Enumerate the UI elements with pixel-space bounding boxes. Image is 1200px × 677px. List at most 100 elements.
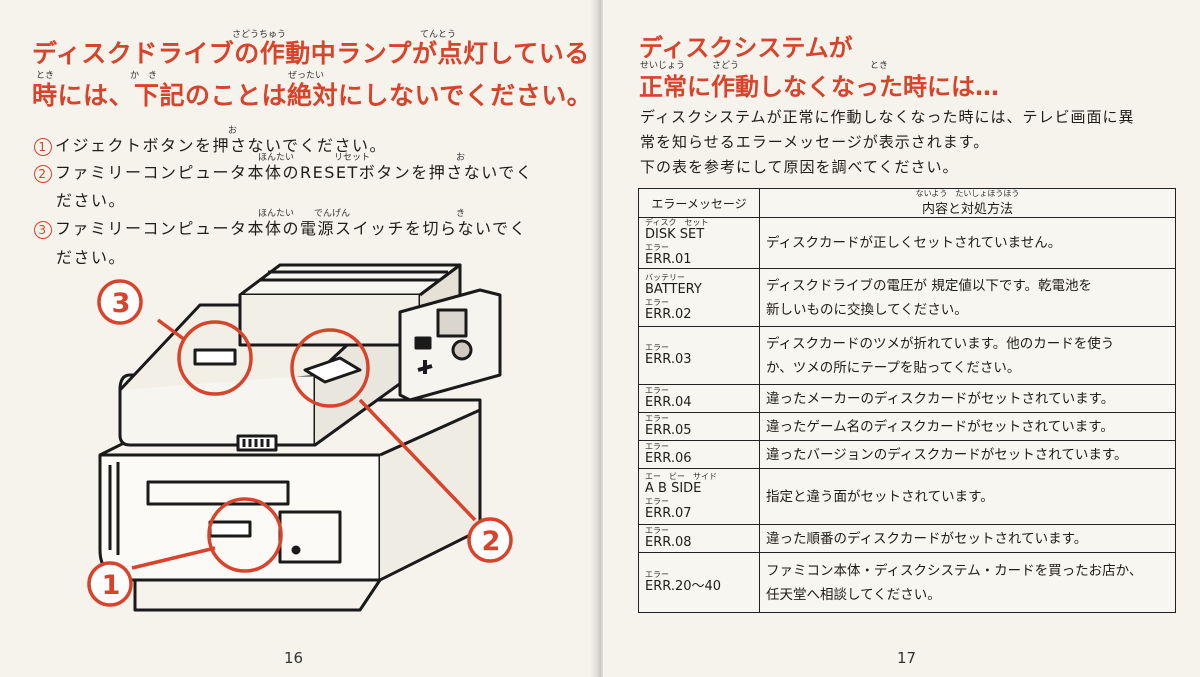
error-code-kana: バッテリー	[645, 272, 685, 282]
error-description: 違ったゲーム名のディスクカードがセットされています。	[759, 412, 1176, 441]
left-title-line2: 時には、下記のことは絶対にしないでください。	[32, 81, 593, 110]
error-code-cell: エラー ERR.08	[638, 524, 760, 553]
error-code2: ERR.01	[645, 252, 692, 267]
desc-line: 任天堂へ相談してください。	[766, 586, 941, 603]
error-description: ディスクカードが正しくセットされていません。	[759, 217, 1176, 269]
header-content-label: 内容と対処方法	[921, 201, 1013, 217]
error-code-kana2: エラー	[645, 297, 669, 307]
error-code: BATTERY	[645, 281, 702, 297]
error-description: 違ったメーカーのディスクカードがセットされています。	[759, 384, 1176, 413]
desc-line: 違った順番のディスクカードがセットされています。	[766, 530, 1088, 547]
error-description: ファミコン本体・ディスクシステム・カードを買ったお店か、 任天堂へ相談してくださ…	[759, 552, 1176, 613]
error-code-kana: エラー	[645, 386, 669, 395]
table-row: エラー ERR.05 違ったゲーム名のディスクカードがセットされています。	[638, 412, 1176, 441]
error-description: 違った順番のディスクカードがセットされています。	[759, 524, 1176, 553]
desc-line: ディスクドライブの電圧が 規定値以下です。乾電池を	[766, 277, 1092, 294]
desc-line: ディスクカードが正しくセットされていません。	[766, 235, 1062, 251]
instruction-item-3-cont: ださい。	[56, 248, 127, 267]
circled-number-2: 2	[34, 165, 52, 183]
error-code-kana: エラー	[645, 442, 669, 451]
famicom-disk-system-illustration	[87, 263, 513, 612]
error-message-table: エラーメッセージ ないよう たいしょほうほう 内容と対処方法 ディスク セット …	[638, 188, 1176, 613]
item3-ruby-hontai: ほんたい	[258, 209, 295, 219]
error-code: ERR.06	[645, 451, 692, 466]
desc-line: 違ったバージョンのディスクカードがセットされています。	[766, 446, 1128, 463]
desc-line: ファミコン本体・ディスクシステム・カードを買ったお店か、	[766, 562, 1143, 579]
error-code: ERR.05	[645, 423, 692, 438]
desc-line: 新しいものに交換してください。	[766, 301, 968, 318]
error-code-kana2: エラー	[645, 243, 669, 252]
table-row: ディスク セット DISK SET エラー ERR.01 ディスクカードが正しく…	[638, 217, 1176, 269]
error-code-kana: エラー	[645, 343, 669, 352]
left-page: さどうちゅう てんとう ディスクドライブの作動中ランプが点灯している とき か …	[0, 0, 597, 677]
table-row: エー ビー サイド A B SIDE エラー ERR.07 指定と違う面がセット…	[638, 468, 1176, 525]
instruction-item-3-text: ファミリーコンピュータ本体の電源スイッチを切らないでく	[55, 219, 528, 238]
title-ruby-kaki: か き	[130, 71, 158, 81]
desc-line: 指定と違う面がセットされています。	[766, 488, 994, 505]
error-code2: ERR.02	[645, 306, 692, 322]
table-row: エラー ERR.04 違ったメーカーのディスクカードがセットされています。	[638, 384, 1176, 413]
error-description: 違ったバージョンのディスクカードがセットされています。	[759, 440, 1176, 469]
table-row: バッテリー BATTERY エラー ERR.02 ディスクドライブの電圧が 規定…	[638, 268, 1176, 327]
error-code-kana: エラー	[645, 570, 669, 579]
item3-ruby-kiru: き	[456, 209, 466, 219]
error-code-cell: エラー ERR.04	[638, 384, 760, 413]
circled-number-3: 3	[34, 221, 52, 239]
instruction-item-2-cont: ださい。	[56, 191, 127, 210]
title-ruby-sadouchuu: さどうちゅう	[232, 30, 287, 40]
error-code-cell: エラー ERR.06	[638, 440, 760, 469]
title-ruby-toki: とき	[36, 71, 55, 81]
intro-line-2: 常を知らせるエラーメッセージが表示されます。	[640, 133, 990, 151]
right-ruby-sadou: さどう	[712, 61, 740, 71]
header-ruby: ないよう たいしょほうほう	[915, 188, 1020, 198]
error-code-cell: エー ビー サイド A B SIDE エラー ERR.07	[638, 468, 760, 525]
error-description: 指定と違う面がセットされています。	[759, 468, 1176, 525]
error-code-kana: エラー	[645, 526, 669, 535]
table-row: エラー ERR.20〜40 ファミコン本体・ディスクシステム・カードを買ったお店…	[638, 552, 1176, 613]
callout-3-label: 3	[111, 288, 131, 319]
error-code2: ERR.07	[645, 505, 692, 521]
error-code: ERR.20〜40	[645, 579, 722, 594]
intro-line-1: ディスクシステムが正常に作動しなくなった時には、テレビ画面に異	[640, 108, 1135, 126]
error-code-kana: エー ビー サイド	[645, 471, 717, 481]
desc-line: 違ったメーカーのディスクカードがセットされています。	[766, 390, 1115, 407]
desc-line: か、ツメの所にテープを貼ってください。	[766, 359, 1021, 376]
table-header-row: エラーメッセージ ないよう たいしょほうほう 内容と対処方法	[638, 188, 1176, 218]
error-code-cell: バッテリー BATTERY エラー ERR.02	[638, 268, 760, 327]
error-description: ディスクドライブの電圧が 規定値以下です。乾電池を 新しいものに交換してください…	[759, 268, 1176, 327]
desc-line: ディスクカードのツメが折れています。他のカードを使う	[766, 335, 1115, 352]
error-code: ERR.04	[645, 395, 692, 410]
error-description: ディスクカードのツメが折れています。他のカードを使う か、ツメの所にテープを貼っ…	[759, 326, 1176, 385]
right-ruby-toki: とき	[870, 61, 889, 71]
callout-2-label: 2	[481, 526, 501, 557]
error-code-kana2: エラー	[645, 496, 669, 506]
callout-1-label: 1	[101, 570, 121, 601]
error-code: ERR.08	[645, 535, 692, 550]
item2-ruby-osu: お	[456, 153, 466, 163]
error-code-kana: ディスク セット	[645, 218, 709, 227]
table-row: エラー ERR.08 違った順番のディスクカードがセットされています。	[638, 524, 1176, 553]
left-title-line1: ディスクドライブの作動中ランプが点灯している	[32, 39, 590, 68]
header-content-and-remedy: ないよう たいしょほうほう 内容と対処方法	[759, 188, 1176, 218]
error-code-cell: エラー ERR.20〜40	[638, 552, 760, 613]
error-code-cell: エラー ERR.05	[638, 412, 760, 441]
error-code: A B SIDE	[645, 480, 702, 496]
instruction-item-2-text: ファミリーコンピュータ本体のRESETボタンを押さないでく	[55, 163, 534, 182]
page-number-left: 16	[284, 649, 304, 667]
item2-ruby-hontai: ほんたい	[258, 153, 295, 163]
item3-ruby-dengen: でんげん	[314, 209, 351, 219]
title-ruby-tentou: てんとう	[420, 30, 457, 40]
page-number-right: 17	[897, 649, 917, 667]
callout-badges	[87, 279, 513, 607]
error-code: ERR.03	[645, 352, 692, 367]
error-code-kana: エラー	[645, 414, 669, 423]
table-row: エラー ERR.03 ディスクカードのツメが折れています。他のカードを使う か、…	[638, 326, 1176, 385]
desc-line: 違ったゲーム名のディスクカードがセットされています。	[766, 418, 1114, 435]
right-ruby-seijou: せいじょう	[640, 61, 686, 71]
error-code-cell: ディスク セット DISK SET エラー ERR.01	[638, 217, 760, 269]
item2-ruby-reset: リセット	[334, 153, 371, 163]
intro-line-3: 下の表を参考にして原因を調べてください。	[640, 158, 959, 176]
